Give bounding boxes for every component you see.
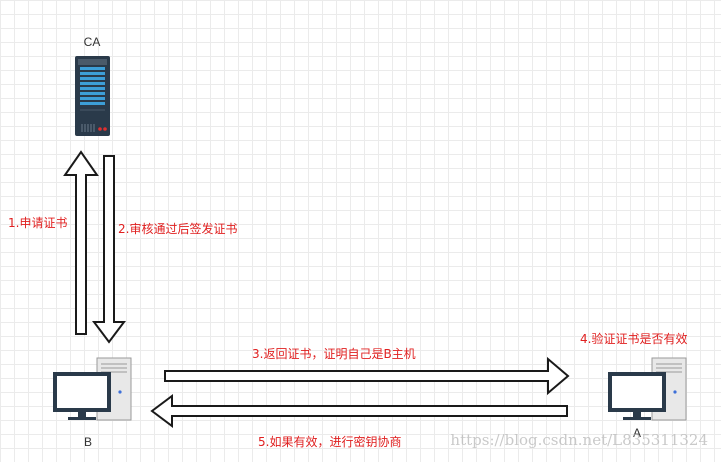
arrow-return-cert xyxy=(164,356,570,396)
ca-server-icon xyxy=(75,56,110,136)
watermark-text: https://blog.csdn.net/L835311324 xyxy=(450,431,708,449)
host-a-computer-icon xyxy=(608,357,687,421)
step4-label: 4.验证证书是否有效 xyxy=(580,331,687,346)
host-a-label: A xyxy=(633,426,641,440)
host-b-computer-icon xyxy=(53,357,132,421)
step1-label: 1.申请证书 xyxy=(8,216,67,230)
step2-label: 2.审核通过后签发证书 xyxy=(118,221,237,236)
arrow-issue-cert xyxy=(92,155,126,344)
arrow-apply-cert xyxy=(63,150,99,335)
step5-label: 5.如果有效，进行密钥协商 xyxy=(258,434,401,449)
step3-label: 3.返回证书，证明自己是B主机 xyxy=(252,347,416,361)
ca-label: CA xyxy=(84,35,101,49)
host-b-label: B xyxy=(84,435,92,449)
arrow-key-negotiation xyxy=(150,394,568,428)
